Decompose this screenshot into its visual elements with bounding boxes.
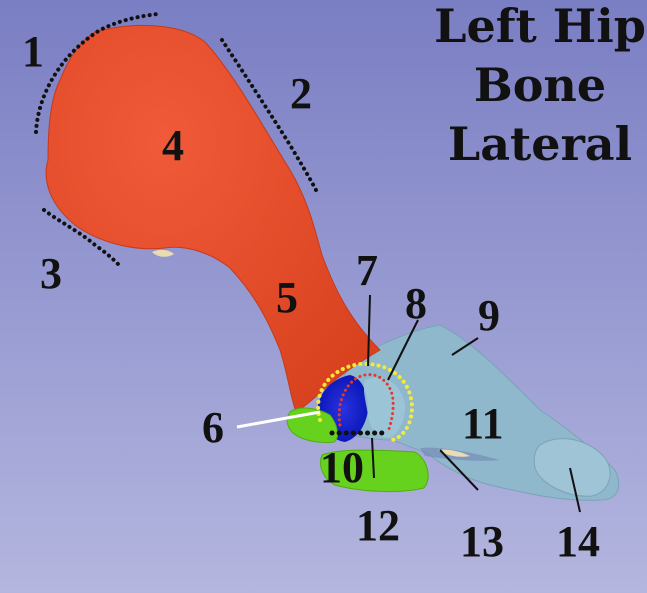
label-5: 5 <box>276 273 298 322</box>
label-13: 13 <box>460 517 504 566</box>
label-9: 9 <box>478 291 500 340</box>
label-12: 12 <box>356 501 400 550</box>
label-10: 10 <box>320 443 364 492</box>
acetabular-rim-dotted <box>316 361 415 442</box>
title-line-1: Left Hip <box>434 0 646 53</box>
leader-line-12 <box>371 437 375 479</box>
label-7: 7 <box>356 246 378 295</box>
label-1: 1 <box>22 27 44 76</box>
leader-line-14 <box>569 467 581 513</box>
posterior-border-dotted <box>220 38 320 196</box>
anterior-border-dotted <box>42 208 120 266</box>
label-14: 14 <box>556 517 600 566</box>
lunate-surface-patch <box>363 377 405 438</box>
leader-line-9 <box>451 337 479 356</box>
leader-line-13 <box>439 449 479 491</box>
label-8: 8 <box>405 279 427 328</box>
leader-line-6 <box>236 410 321 429</box>
ischial-tuberosity-lobe <box>533 438 611 497</box>
label-11: 11 <box>462 399 504 448</box>
bone-tan-fragment-1 <box>152 249 174 257</box>
label-3: 3 <box>40 249 62 298</box>
title-line-2: Bone <box>474 58 606 112</box>
iliac-crest-dotted-border <box>34 12 160 134</box>
label-4: 4 <box>162 121 184 170</box>
label-2: 2 <box>290 69 312 118</box>
label-6: 6 <box>202 403 224 452</box>
title-line-3: Lateral <box>448 117 632 171</box>
bone-tan-fragment-2 <box>438 449 470 457</box>
lunate-surface-dotted <box>337 373 395 434</box>
ilium-region <box>45 25 381 413</box>
leader-line-7 <box>367 294 371 367</box>
leader-line-8 <box>387 319 419 381</box>
